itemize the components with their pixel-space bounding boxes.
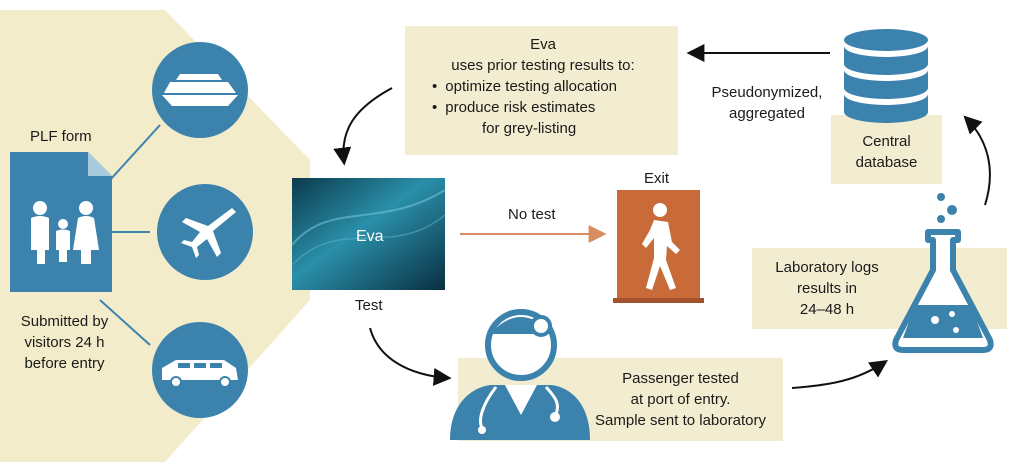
plf-submitted-line-2: visitors 24 h <box>24 334 105 351</box>
airplane-circle <box>157 184 253 280</box>
passenger-line-1: Passenger tested <box>622 370 739 387</box>
car-circle <box>152 322 248 418</box>
arrow-eva-box-to-screen <box>333 87 393 166</box>
exit-door-icon <box>613 190 704 303</box>
eva-description-box <box>405 26 678 155</box>
central-database-line-1: Central <box>862 133 911 150</box>
eva-screen <box>291 178 446 290</box>
eva-box-title: Eva <box>530 36 556 53</box>
central-database-box <box>831 115 942 184</box>
passenger-text: Passenger tested at port of entry. Sampl… <box>583 368 778 431</box>
eva-screen-label: Eva <box>356 228 384 245</box>
ship-icon <box>162 74 238 106</box>
laboratory-line-3: 24–48 h <box>799 301 855 318</box>
central-database-label: Central database <box>831 131 942 173</box>
doctor-icon <box>450 309 590 440</box>
eva-box-bullet-2: produce risk estimates <box>418 97 668 118</box>
laboratory-line-2: results in <box>796 280 858 297</box>
eva-box-bullet-1: optimize testing allocation <box>418 76 668 97</box>
pseudonymized-line-1: Pseudonymized, <box>711 84 823 101</box>
plf-submitted-line-1: Submitted by <box>20 313 109 330</box>
test-label: Test <box>355 297 383 314</box>
plf-document-icon <box>10 152 112 292</box>
ship-circle <box>152 42 248 138</box>
central-database-line-2: database <box>855 154 918 171</box>
flask-icon <box>892 193 994 353</box>
connector-car <box>99 299 151 346</box>
pseudonymized-text: Pseudonymized, aggregated <box>692 82 842 124</box>
database-icon <box>844 29 928 123</box>
eva-box-intro: uses prior testing results to: <box>451 57 635 74</box>
eva-box-text: Eva uses prior testing results to: optim… <box>418 34 668 139</box>
plf-submitted-text: Submitted by visitors 24 h before entry <box>2 311 127 374</box>
passenger-line-3: Sample sent to laboratory <box>595 412 766 429</box>
plf-submitted-line-3: before entry <box>24 355 105 372</box>
laboratory-line-1: Laboratory logs <box>775 259 879 276</box>
eva-box-bullet-2-cont: for grey-listing <box>482 120 577 137</box>
airplane-icon <box>181 208 236 258</box>
arrow-test-to-passenger <box>369 327 452 386</box>
pseudonymized-line-2: aggregated <box>729 105 805 122</box>
passenger-line-2: at port of entry. <box>630 391 731 408</box>
no-test-label: No test <box>508 206 556 223</box>
exit-label: Exit <box>644 170 670 187</box>
arrow-lab-to-db <box>963 115 991 206</box>
connector-ship <box>109 124 161 181</box>
arrow-passenger-to-lab <box>791 360 888 389</box>
plf-form-title: PLF form <box>30 128 92 145</box>
laboratory-text: Laboratory logs results in 24–48 h <box>752 257 902 320</box>
